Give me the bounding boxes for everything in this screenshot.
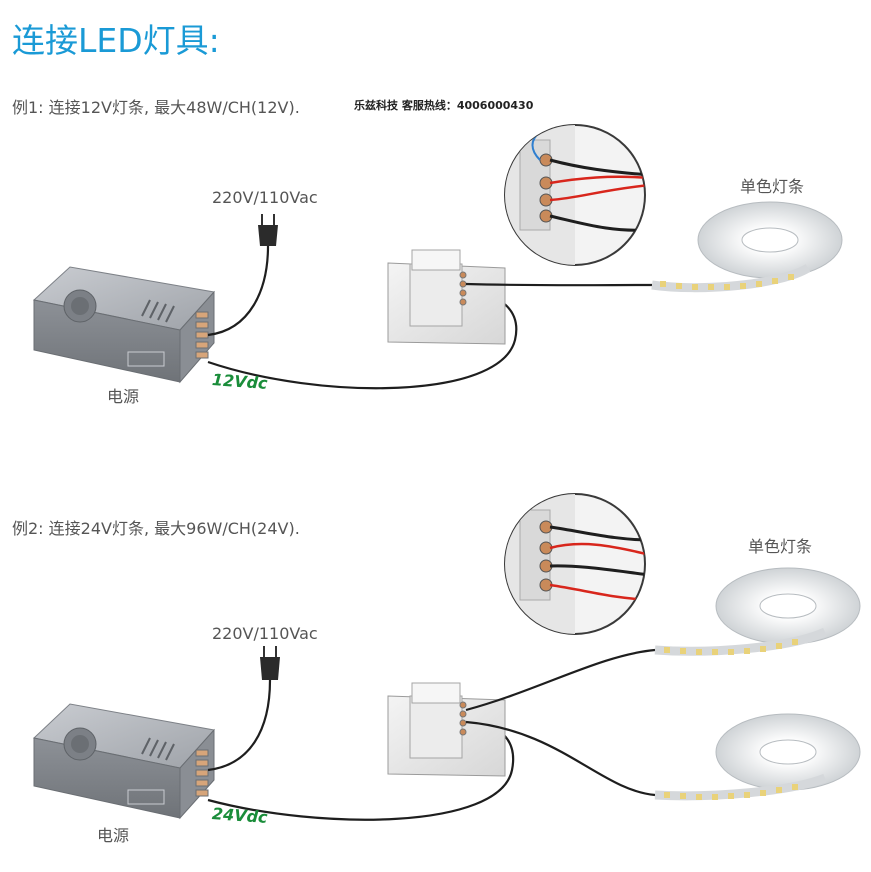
dc-voltage-label-1: 12Vdc	[211, 370, 269, 393]
led-strip-label-1: 单色灯条	[740, 177, 805, 196]
output-cable-2a	[465, 648, 656, 712]
led-strip-reel-1	[651, 201, 843, 293]
output-cable-2b	[465, 720, 656, 797]
example-1-caption: 例1: 连接12V灯条, 最大48W/CH(12V).	[12, 98, 300, 117]
mains-plug-1	[258, 214, 278, 246]
mains-voltage-label-2: 220V/110Vac	[212, 624, 318, 643]
mains-voltage-label-1: 220V/110Vac	[212, 188, 318, 207]
led-strip-reel-2a	[654, 567, 861, 656]
power-supply-label-2: 电源	[97, 826, 130, 845]
led-strip-label-2: 单色灯条	[748, 537, 813, 556]
mains-plug-2	[260, 646, 280, 680]
example-2-caption: 例2: 连接24V灯条, 最大96W/CH(24V).	[12, 519, 300, 538]
led-strip-reel-2b	[654, 713, 861, 801]
power-supply-unit-1	[32, 266, 215, 384]
terminal-zoom-inset-2	[504, 493, 646, 635]
output-cable-1	[465, 282, 653, 287]
power-supply-label-1: 电源	[107, 387, 140, 406]
dc-voltage-label-2: 24Vdc	[211, 804, 269, 827]
terminal-zoom-inset-1	[504, 124, 646, 266]
page-title: 连接LED灯具:	[12, 21, 220, 60]
mains-cable-2	[207, 679, 272, 772]
dimmer-controller-1	[387, 249, 506, 345]
mains-cable-1	[207, 245, 270, 337]
dimmer-controller-2	[387, 682, 506, 777]
hotline-text: 乐兹科技 客服热线：4006000430	[354, 99, 534, 112]
power-supply-unit-2	[32, 703, 215, 820]
